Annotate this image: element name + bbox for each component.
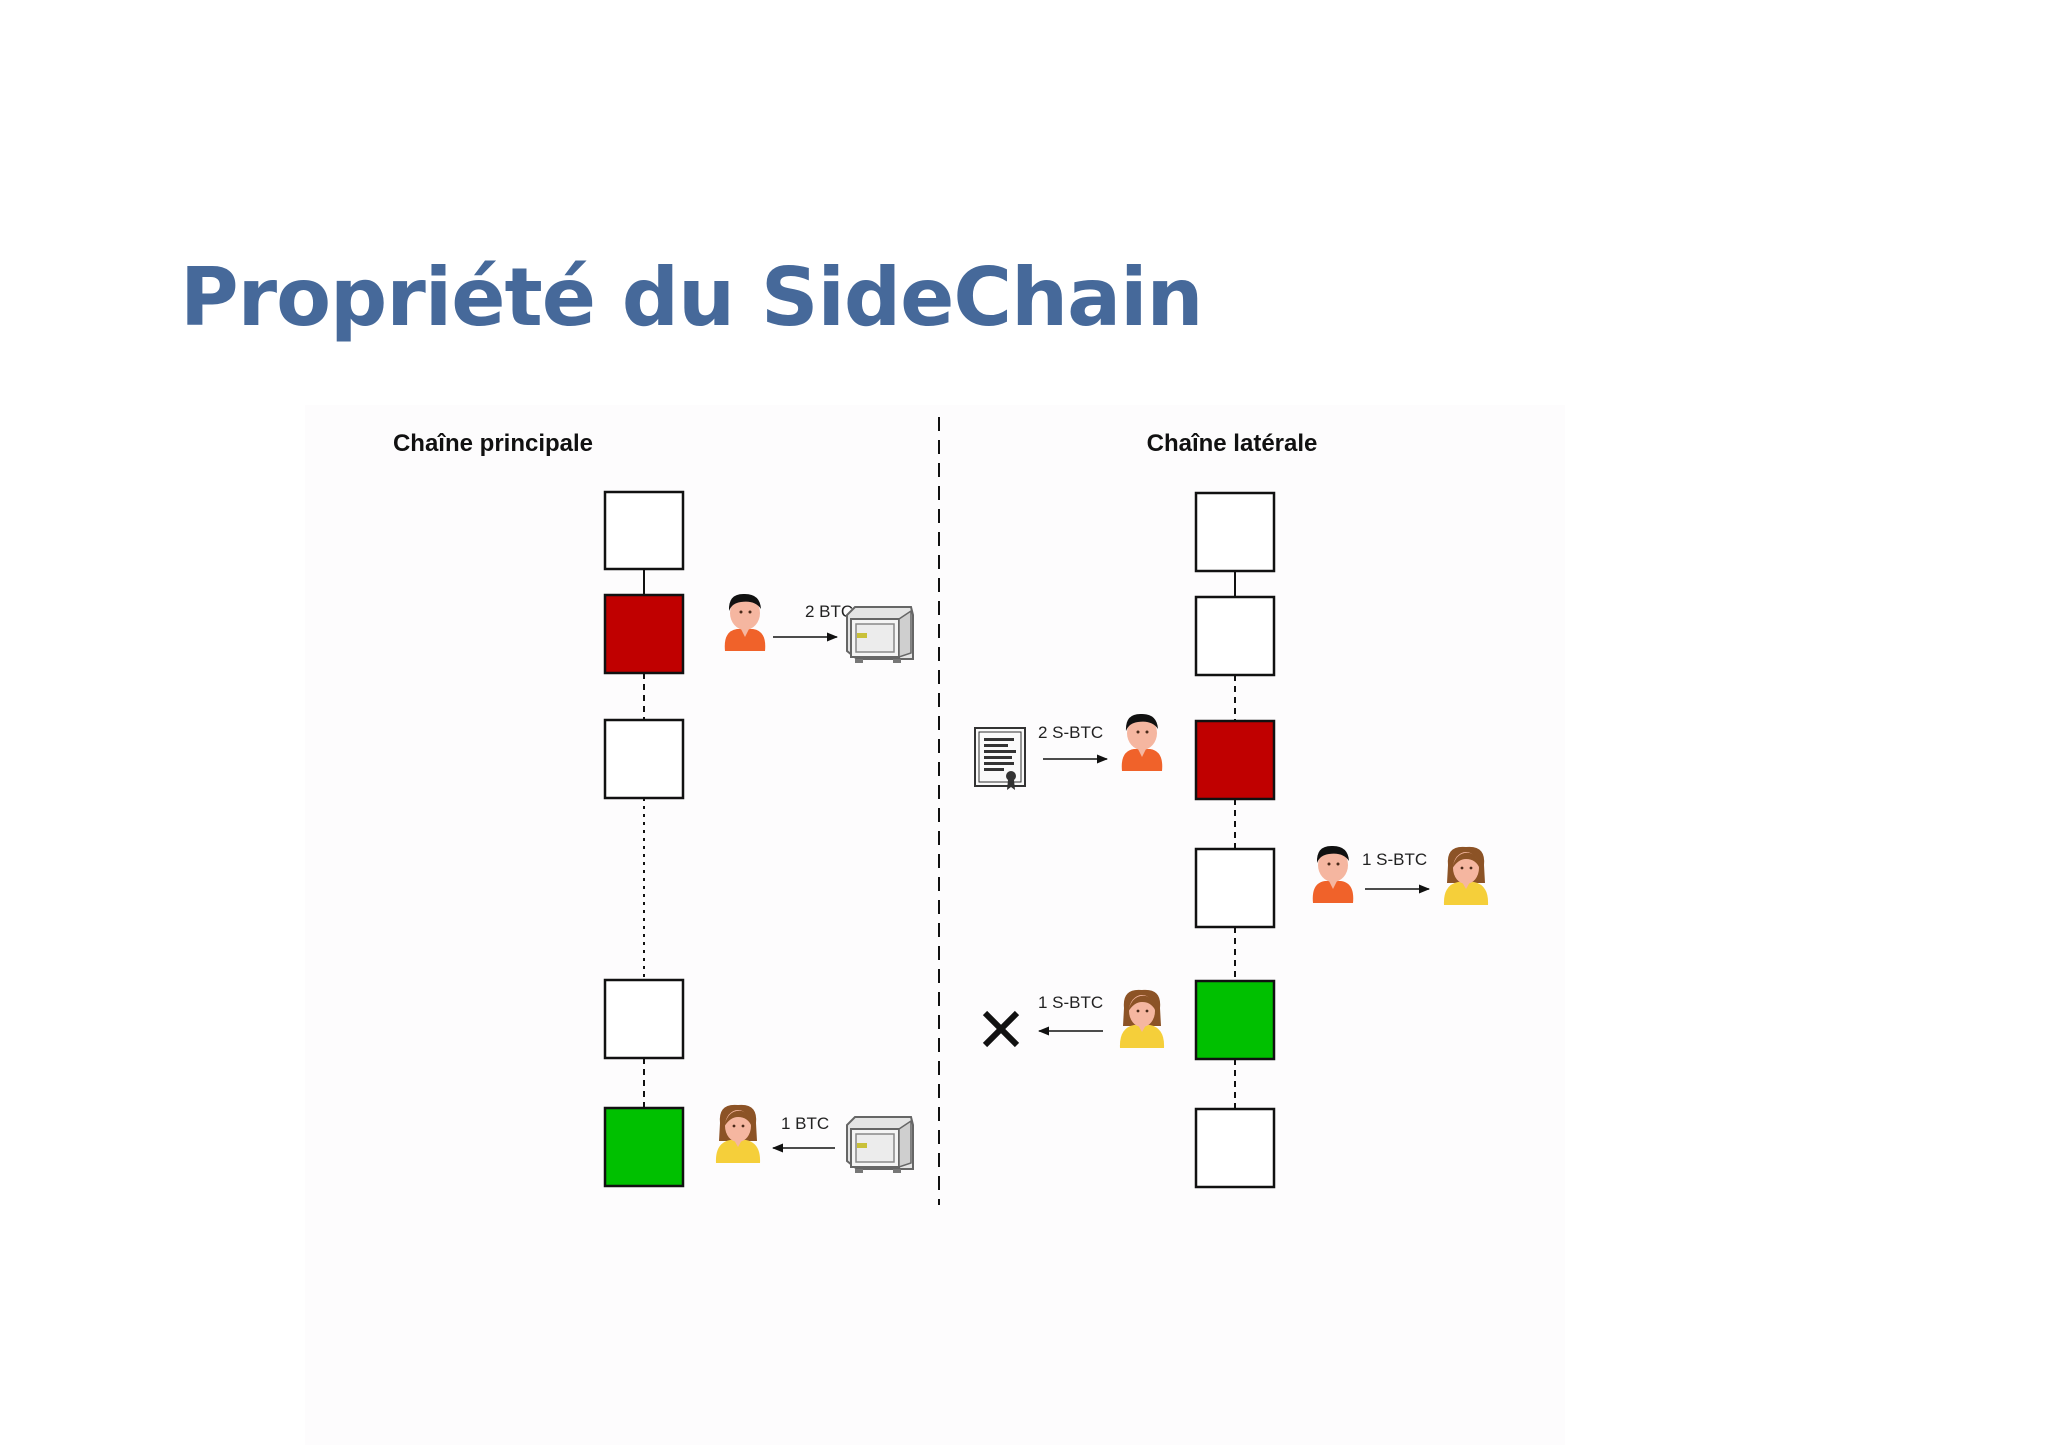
certificate-icon — [974, 727, 1026, 791]
safe-icon — [846, 606, 914, 664]
main-chain-label: Chaîne principale — [393, 430, 593, 457]
sidechain-figure: Chaîne principale 2 BTC 1 BTC Chaîne lat… — [305, 405, 1565, 1445]
female-user-icon — [1443, 846, 1489, 905]
transfer-amount-label: 2 S-BTC — [1038, 723, 1103, 742]
female-user-icon — [1119, 989, 1165, 1048]
side-chain-block-mint — [1194, 719, 1276, 801]
main-chain-block — [603, 978, 685, 1060]
side-chain-block — [1194, 847, 1276, 929]
main-chain-block — [603, 718, 685, 800]
side-chain-block — [1194, 491, 1276, 573]
sidechain-diagram: Chaîne principale 2 BTC 1 BTC Chaîne lat… — [393, 417, 1489, 1205]
female-user-icon — [715, 1104, 761, 1163]
transfer-amount-label: 1 S-BTC — [1038, 993, 1103, 1012]
male-user-icon — [1121, 713, 1163, 771]
transfer-amount-label: 2 BTC — [805, 602, 853, 621]
side-chain-label: Chaîne latérale — [1147, 430, 1318, 457]
male-user-icon — [1312, 845, 1354, 903]
side-chain-block-burn — [1194, 979, 1276, 1061]
safe-icon — [846, 1116, 914, 1174]
side-chain-block — [1194, 1107, 1276, 1189]
transfer-amount-label: 1 S-BTC — [1362, 850, 1427, 869]
main-chain-block-lock — [603, 593, 685, 675]
male-user-icon — [724, 593, 766, 651]
transfer-amount-label: 1 BTC — [781, 1114, 829, 1133]
main-chain-block — [603, 490, 685, 571]
cross-icon — [982, 1010, 1020, 1048]
side-chain-block — [1194, 595, 1276, 677]
slide-title: Propriété du SideChain — [180, 251, 1203, 344]
main-chain-block-release — [603, 1106, 685, 1188]
